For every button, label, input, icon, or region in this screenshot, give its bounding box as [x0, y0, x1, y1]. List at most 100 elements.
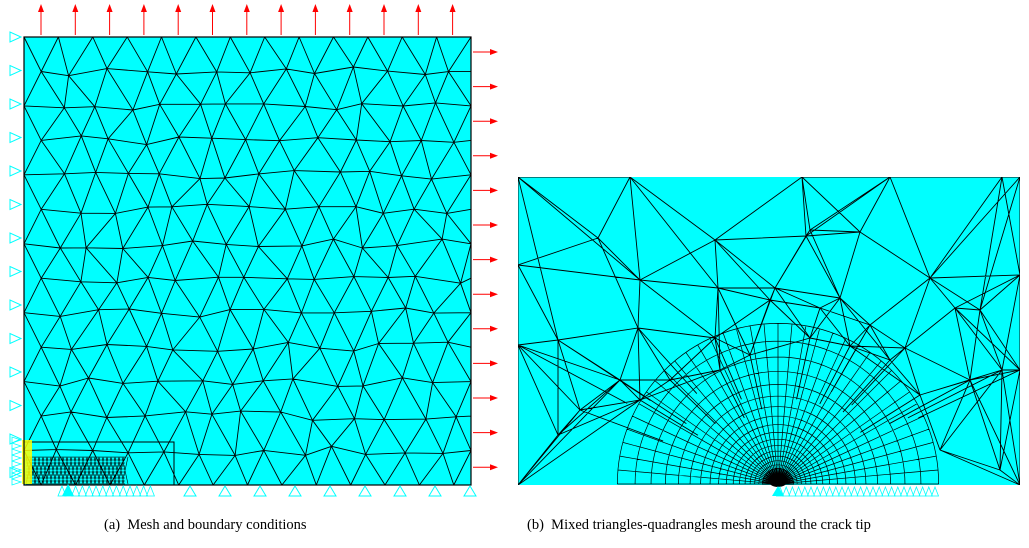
ligament-support: [881, 485, 890, 497]
caption-a-text: Mesh and boundary conditions: [127, 517, 307, 533]
ligament-support: [887, 485, 896, 497]
bottom-support: [428, 485, 442, 497]
right-arrow-head: [490, 464, 498, 471]
left-support-dense: [11, 472, 23, 480]
ligament-support: [819, 485, 828, 497]
crack-tip-rosette: [762, 468, 794, 487]
ligament-support: [837, 485, 847, 497]
bottom-support-dense: [84, 484, 94, 497]
left-support: [9, 64, 23, 77]
caption-b-label: (b): [527, 517, 544, 533]
bottom-support: [218, 485, 232, 497]
bottom-support-filled: [62, 484, 74, 496]
left-support: [9, 98, 23, 110]
left-support-dense: [11, 448, 23, 456]
ligament-support: [813, 485, 822, 497]
crack-ligament-supports: [772, 485, 940, 497]
caption-a: (a) Mesh and boundary conditions: [104, 517, 307, 534]
bottom-roller-supports: [57, 484, 477, 497]
left-support: [9, 198, 23, 211]
top-arrow-head: [381, 4, 387, 12]
bottom-support-dense: [118, 484, 128, 497]
ligament-support: [806, 485, 816, 497]
top-arrow-head: [38, 4, 44, 12]
bottom-support-dense: [77, 484, 87, 497]
ligament-support: [918, 485, 927, 497]
crack-tip-core: [768, 473, 788, 487]
right-arrow-head: [490, 118, 498, 125]
top-arrow-head: [175, 4, 182, 12]
caption-b: (b) Mixed triangles-quadrangles mesh aro…: [527, 517, 871, 534]
left-support: [9, 299, 23, 311]
ligament-support: [844, 485, 853, 497]
refined-crack-region: [22, 440, 129, 485]
top-arrow-head: [72, 4, 79, 12]
ligament-support: [930, 485, 940, 497]
domain-border: [23, 36, 472, 486]
top-arrow-head: [243, 4, 250, 12]
bottom-support: [358, 485, 372, 497]
bottom-support-dense: [125, 484, 135, 497]
right-traction-arrows: [473, 49, 498, 471]
left-support: [9, 265, 23, 278]
ligament-support: [831, 485, 840, 497]
left-support: [9, 332, 23, 345]
right-arrow-head: [490, 222, 498, 228]
ligament-support: [794, 485, 803, 497]
bottom-support-dense: [71, 484, 81, 497]
bottom-support-dense: [139, 484, 149, 497]
ligament-support: [899, 485, 909, 497]
top-traction-arrows: [38, 4, 456, 35]
ligament-support: [875, 485, 884, 497]
left-support: [9, 31, 23, 43]
mesh-panel-b: [510, 170, 1029, 500]
top-arrow-head: [346, 4, 353, 12]
right-arrow-head: [490, 429, 498, 436]
right-arrow-head: [490, 256, 498, 263]
left-support-dense: [11, 454, 23, 462]
mesh-panel-a: [0, 0, 510, 500]
left-support: [9, 399, 23, 412]
bottom-support-dense: [105, 484, 115, 497]
right-arrow-head: [490, 360, 498, 367]
left-support: [9, 131, 23, 144]
left-support: [9, 165, 23, 177]
ligament-support: [868, 485, 878, 497]
bottom-support-dense: [145, 484, 155, 497]
ligament-support: [800, 485, 809, 497]
right-arrow-head: [490, 152, 498, 159]
ligament-support-filled: [772, 486, 784, 496]
crack-tip-mesh-figure: [518, 177, 1020, 497]
bottom-support: [463, 485, 477, 497]
ligament-support: [788, 485, 797, 497]
ligament-support: [924, 485, 933, 497]
bottom-support-dense: [111, 484, 121, 497]
ligament-support: [825, 485, 834, 497]
top-arrow-head: [449, 4, 456, 12]
left-support: [9, 366, 23, 378]
bottom-support: [288, 485, 302, 497]
right-arrow-head: [490, 325, 498, 332]
mesh-boundary-conditions-figure: [9, 4, 498, 497]
refinement-boundary: [24, 441, 175, 485]
top-arrow-head: [106, 4, 113, 12]
top-arrow-head: [278, 4, 285, 12]
bottom-support-dense: [132, 484, 142, 497]
ligament-support: [912, 485, 921, 497]
left-support: [9, 232, 23, 244]
left-support-dense: [11, 442, 23, 450]
ligament-support: [850, 485, 859, 497]
ligament-support: [856, 485, 865, 497]
left-support-dense: [11, 460, 23, 468]
left-support-dense: [11, 466, 23, 474]
top-arrow-head: [415, 4, 422, 12]
right-arrow-head: [490, 83, 498, 90]
left-roller-supports: [9, 31, 23, 486]
bottom-support: [253, 485, 267, 497]
left-support: [9, 466, 23, 479]
ligament-support: [906, 485, 915, 497]
refined-mesh-edges: [25, 456, 129, 485]
left-support-dense: [11, 436, 23, 444]
caption-a-label: (a): [104, 517, 121, 533]
left-support-dense: [11, 478, 23, 486]
